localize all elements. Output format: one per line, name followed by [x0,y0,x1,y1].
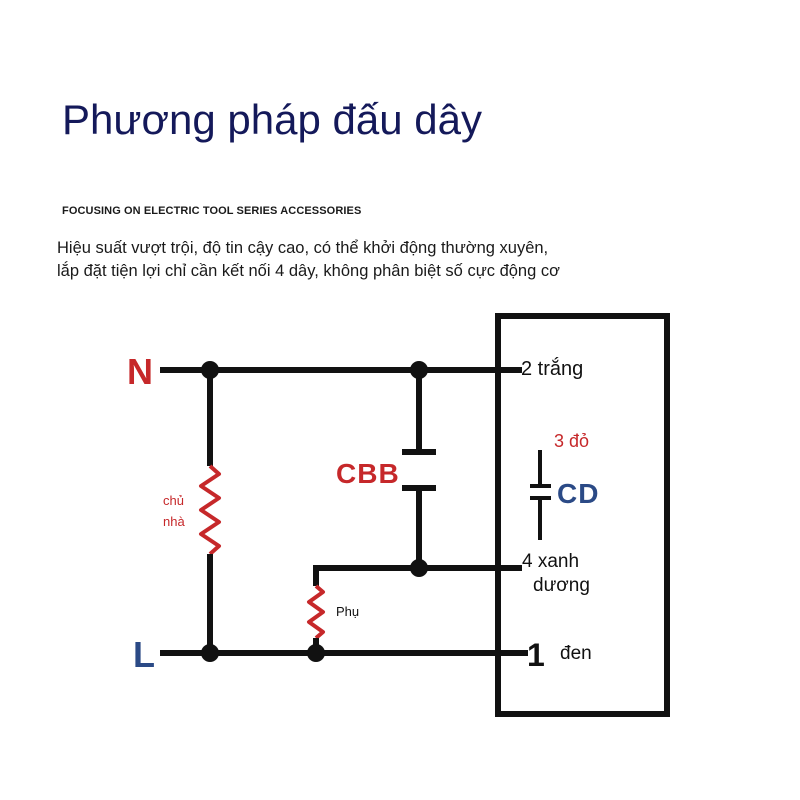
motor-box [495,313,670,717]
wire-4-label-line-2: dương [533,575,590,596]
wire-4-label-line-1: 4 xanh [522,551,579,572]
junction-cbb-4 [410,559,428,577]
wire-1-number: 1 [527,637,545,673]
aux-coil-resistor [307,584,325,640]
wire-1-color: đen [560,643,592,664]
main-coil-label-line-2: nhà [163,514,185,529]
junction-n-cbb [410,361,428,379]
n-label: N [127,351,153,392]
page-title: Phương pháp đấu dây [62,96,482,143]
junction-l-aux [307,644,325,662]
cd-label: CD [557,478,599,509]
wire-3-label: 3 đỏ [554,431,589,451]
main-coil-resistor [199,464,221,556]
wire-2-label: 2 trắng [521,357,583,380]
description-line-2: lắp đặt tiện lợi chỉ cần kết nối 4 dây, … [57,262,560,280]
description: Hiệu suất vượt trội, độ tin cậy cao, có … [57,237,657,283]
wire-4-label: 4 xanh dương [522,551,590,596]
l-label: L [133,634,155,675]
cbb-label: CBB [336,458,400,489]
main-coil-label: chủ nhà [163,493,188,529]
junction-l-main [201,644,219,662]
subtitle: FOCUSING ON ELECTRIC TOOL SERIES ACCESSO… [62,205,362,217]
aux-coil-label: Phụ [336,604,359,619]
main-coil-label-line-1: chủ [163,493,184,508]
description-line-1: Hiệu suất vượt trội, độ tin cậy cao, có … [57,239,549,257]
junction-n-main [201,361,219,379]
